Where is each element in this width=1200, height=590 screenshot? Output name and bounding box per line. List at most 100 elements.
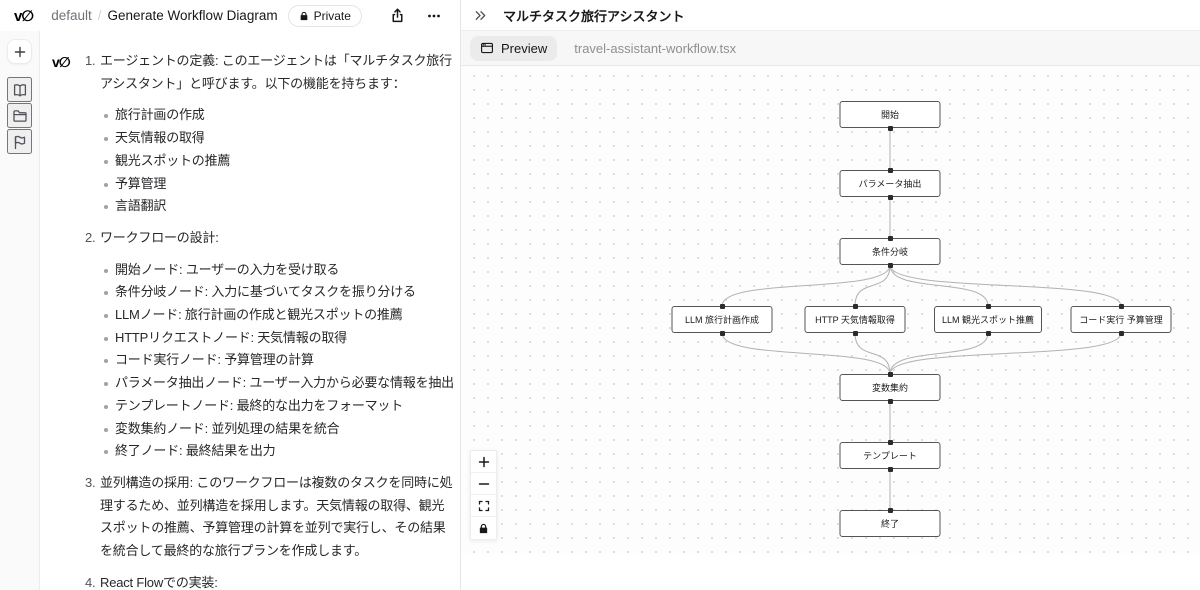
bullet-dot — [104, 114, 108, 119]
flow-edge[interactable] — [889, 264, 989, 307]
privacy-badge[interactable]: Private — [287, 4, 362, 27]
node-handle-bottom[interactable] — [719, 330, 725, 336]
breadcrumb: default / Generate Workflow Diagram — [51, 8, 277, 23]
bullet-item: パラメータ抽出ノード: ユーザー入力から必要な情報を抽出 — [100, 372, 456, 395]
sidebar-item-feedback[interactable] — [7, 129, 32, 154]
more-menu-button[interactable] — [426, 8, 442, 24]
lock-icon — [300, 11, 307, 20]
bullet-text: 天気情報の取得 — [115, 130, 205, 146]
bullet-text: パラメータ抽出ノード: ユーザー入力から必要な情報を抽出 — [115, 375, 454, 391]
node-handle-top[interactable] — [887, 371, 893, 377]
bullet-text: 旅行計画の作成 — [115, 107, 205, 123]
new-chat-button[interactable] — [7, 39, 32, 64]
sidebar-item-library[interactable] — [7, 77, 32, 102]
bullet-item: テンプレートノード: 最終的な出力をフォーマット — [100, 395, 456, 418]
chat-thread: v∅ 1. エージェントの定義: このエージェントは「マルチタスク旅行アシスタン… — [40, 31, 460, 590]
bullet-item: 終了ノード: 最終結果を出力 — [100, 440, 456, 463]
list-number: 1. — [85, 53, 96, 68]
sidebar-item-projects[interactable] — [7, 103, 32, 128]
bullet-item: 天気情報の取得 — [100, 127, 456, 150]
fit-view-icon — [478, 500, 489, 511]
bullet-item: 予算管理 — [100, 173, 456, 196]
ellipsis-icon — [428, 14, 440, 17]
folder-icon — [12, 109, 27, 122]
flow-edge[interactable] — [854, 264, 891, 307]
node-handle-bottom[interactable] — [887, 125, 893, 131]
node-handle-top[interactable] — [719, 303, 725, 309]
browser-window-icon — [481, 42, 493, 54]
list-text: ワークフローの設計: — [100, 229, 219, 245]
list-text: エージェントの定義: このエージェントは「マルチタスク旅行アシスタント」と呼びま… — [100, 53, 452, 91]
minus-icon — [478, 482, 489, 485]
canvas-footer — [461, 553, 1200, 590]
node-handle-top[interactable] — [852, 303, 858, 309]
list-text: React Flowでの実装: — [100, 574, 218, 590]
share-button[interactable] — [389, 7, 406, 24]
list-item: 1. エージェントの定義: このエージェントは「マルチタスク旅行アシスタント」と… — [85, 50, 456, 218]
node-handle-top[interactable] — [887, 439, 893, 445]
flow-node-code-budget[interactable]: コード実行 予算管理 — [1070, 306, 1172, 333]
collapse-panel-button[interactable] — [473, 8, 488, 23]
bullet-dot — [104, 314, 108, 319]
node-handle-bottom[interactable] — [887, 262, 893, 268]
flow-edge[interactable] — [889, 332, 989, 375]
node-handle-bottom[interactable] — [852, 330, 858, 336]
node-handle-top[interactable] — [1118, 303, 1124, 309]
lock-button[interactable] — [471, 517, 496, 539]
bullet-dot — [104, 159, 108, 164]
node-handle-bottom[interactable] — [887, 194, 893, 200]
bullet-list: 開始ノード: ユーザーの入力を受け取る 条件分岐ノード: 入力に基づいてタスクを… — [100, 259, 456, 463]
node-handle-top[interactable] — [887, 167, 893, 173]
node-handle-top[interactable] — [887, 507, 893, 513]
node-handle-top[interactable] — [887, 235, 893, 241]
flow-node-llm-spots[interactable]: LLM 観光スポット推薦 — [933, 306, 1043, 333]
privacy-badge-label: Private — [313, 8, 351, 23]
list-number: 3. — [85, 474, 96, 490]
breadcrumb-project[interactable]: default — [51, 8, 92, 23]
flow-node-condition[interactable]: 条件分岐 — [839, 238, 941, 265]
zoom-in-button[interactable] — [471, 451, 496, 473]
flow-canvas[interactable]: 開始パラメータ抽出条件分岐 LLM 旅行計画作成 HTTP 天気情報取得 LLM 観光… — [461, 66, 1200, 553]
flow-node-end[interactable]: 終了 — [839, 510, 941, 537]
tab-file[interactable]: travel-assistant-workflow.tsx — [574, 40, 737, 56]
flow-node-template[interactable]: テンプレート — [839, 442, 941, 469]
preview-header: マルチタスク旅行アシスタント — [461, 0, 1200, 31]
bullet-item: 旅行計画の作成 — [100, 104, 456, 127]
flow-edge[interactable] — [854, 332, 891, 375]
bullet-text: 予算管理 — [115, 175, 167, 191]
fit-view-button[interactable] — [471, 495, 496, 517]
flow-controls — [470, 450, 497, 540]
list-text: 並列構造の採用: このワークフローは複数のタスクを同時に処理するため、並列構造を… — [100, 474, 453, 559]
node-handle-bottom[interactable] — [887, 398, 893, 404]
flow-edge[interactable] — [721, 332, 891, 375]
flow-edge[interactable] — [889, 264, 1122, 307]
bullet-item: HTTPリクエストノード: 天気情報の取得 — [100, 327, 456, 350]
node-handle-bottom[interactable] — [1118, 330, 1124, 336]
plus-icon — [14, 46, 25, 57]
node-handle-bottom[interactable] — [985, 330, 991, 336]
bullet-dot — [104, 268, 108, 273]
bullet-dot — [104, 137, 108, 142]
bullet-dot — [104, 359, 108, 364]
bullet-text: 観光スポットの推薦 — [115, 152, 231, 168]
bullet-dot — [104, 382, 108, 387]
node-handle-bottom[interactable] — [887, 466, 893, 472]
bullet-text: HTTPリクエストノード: 天気情報の取得 — [115, 329, 347, 345]
bullet-text: LLMノード: 旅行計画の作成と観光スポットの推薦 — [115, 307, 403, 323]
flow-node-http-weather[interactable]: HTTP 天気情報取得 — [804, 306, 906, 333]
flow-edge[interactable] — [889, 332, 1122, 375]
breadcrumb-separator: / — [97, 8, 102, 23]
tab-preview[interactable]: Preview — [470, 35, 558, 61]
flag-icon — [14, 135, 25, 149]
flow-node-param[interactable]: パラメータ抽出 — [839, 170, 941, 197]
bullet-dot — [104, 450, 108, 455]
flow-node-start[interactable]: 開始 — [839, 101, 941, 128]
node-handle-top[interactable] — [985, 303, 991, 309]
zoom-out-button[interactable] — [471, 473, 496, 495]
left-body: v∅ 1. エージェントの定義: このエージェントは「マルチタスク旅行アシスタン… — [0, 31, 460, 590]
flow-node-llm-plan[interactable]: LLM 旅行計画作成 — [671, 306, 773, 333]
flow-node-aggregate[interactable]: 変数集約 — [839, 374, 941, 401]
message-content: 1. エージェントの定義: このエージェントは「マルチタスク旅行アシスタント」と… — [85, 50, 456, 590]
flow-edge[interactable] — [721, 264, 891, 307]
bullet-item: 観光スポットの推薦 — [100, 150, 456, 173]
